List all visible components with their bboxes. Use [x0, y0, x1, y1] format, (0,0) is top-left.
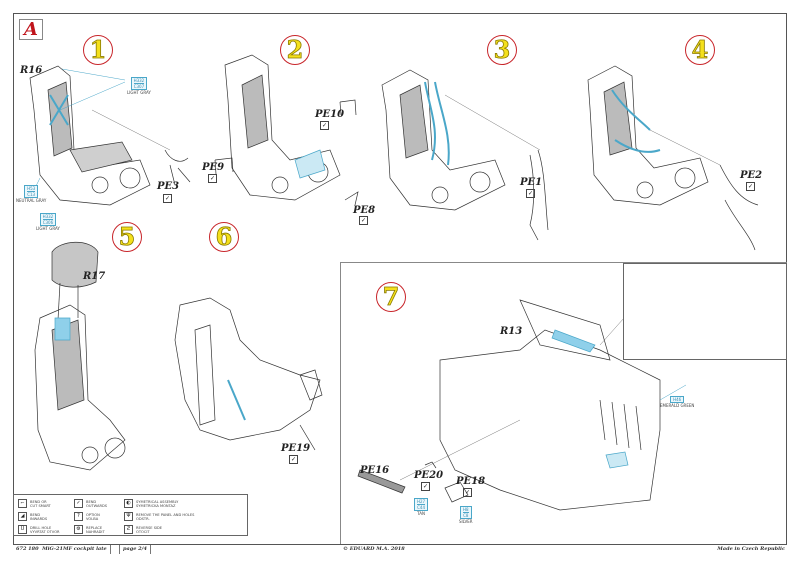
seat-drawing-step3	[381, 69, 549, 241]
step-number-4: 4	[685, 35, 715, 65]
step-number-2: 2	[280, 35, 310, 65]
seat-drawing-step1	[29, 65, 191, 206]
page-number: page 2/4	[119, 545, 151, 554]
copyright: © EDUARD M.A. 2018	[343, 546, 405, 552]
seat-drawing-step4	[587, 65, 759, 251]
bend-check-icon: ✓	[320, 121, 329, 130]
part-label-r13: R13	[500, 326, 523, 337]
seat-drawing-step6	[174, 297, 323, 451]
part-label-pe2: PE2	[740, 170, 763, 181]
bend-check-icon: ✓	[526, 189, 535, 198]
seat-drawing-step5	[34, 241, 126, 471]
made-in: Made in Czech Republic	[717, 546, 785, 552]
step-number-6: 6	[209, 222, 239, 252]
drill-hole-icon: Ü	[18, 525, 27, 534]
sheet-footer: 672 180 MiG-21MF cockpit late page 2/4 ©…	[13, 544, 787, 557]
bend-icon: ⌐	[18, 499, 27, 508]
part-label-pe1: PE1	[520, 177, 543, 188]
kit-info: 672 180 MiG-21MF cockpit late	[13, 545, 111, 554]
part-label-pe16: PE16	[360, 465, 390, 476]
part-label-pe8: PE8	[353, 205, 376, 216]
remove-panel-icon: Ψ	[124, 512, 133, 521]
part-label-pe9: PE9	[202, 162, 225, 173]
bend-check-icon: ✓	[289, 455, 298, 464]
reverse-side-icon: Ƨ	[124, 525, 133, 534]
detail-inset	[623, 263, 787, 360]
bend-check-icon: ✓	[359, 216, 368, 225]
color-callout-emerald-green: H46 EMERALD GREEN	[660, 396, 695, 408]
seat-drawing-step2	[214, 54, 359, 206]
bend-check-icon: ✓	[463, 488, 472, 497]
bend-check-icon: ✓	[421, 482, 430, 491]
replace-icon: ⚙	[74, 525, 83, 534]
step-number-7: 7	[376, 282, 406, 312]
option-icon: ?	[74, 512, 83, 521]
part-label-pe10: PE10	[315, 109, 345, 120]
bend-inwards-icon: ◢	[18, 512, 27, 521]
footer-divider	[13, 544, 787, 545]
section-badge: A	[19, 19, 43, 40]
part-label-pe20: PE20	[414, 470, 444, 481]
step-number-5: 5	[112, 222, 142, 252]
part-label-r16: R16	[20, 65, 43, 76]
step-number-1: 1	[83, 35, 113, 65]
step-7-panel	[340, 262, 787, 545]
symmetrical-assembly-icon: ◐	[124, 499, 133, 508]
bend-outwards-icon: ✓	[74, 499, 83, 508]
step-number-3: 3	[487, 35, 517, 65]
part-label-r17: R17	[83, 271, 106, 282]
part-label-pe19: PE19	[281, 443, 311, 454]
bend-check-icon: ✓	[208, 174, 217, 183]
bend-check-icon: ✓	[163, 194, 172, 203]
cockpit-tub-drawing-step7	[357, 299, 687, 511]
part-label-pe18: PE18	[456, 476, 486, 487]
bend-check-icon: ✓	[746, 182, 755, 191]
part-label-pe3: PE3	[157, 181, 180, 192]
